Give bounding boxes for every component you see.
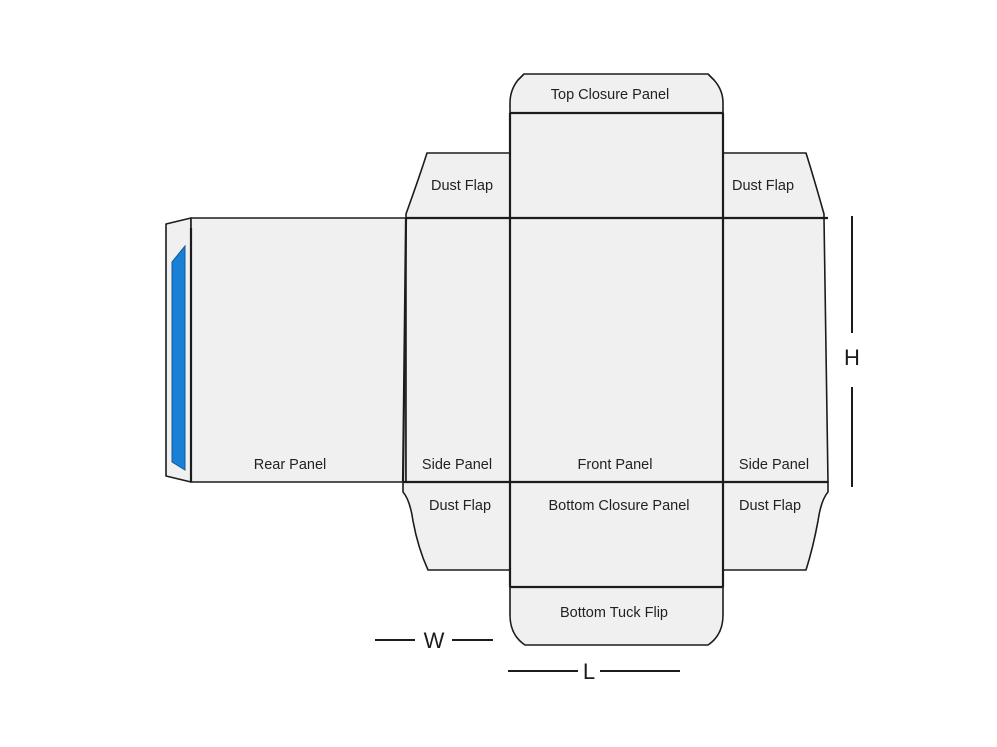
label-front-panel: Front Panel (578, 457, 653, 473)
label-dust-flap-bottom-right: Dust Flap (739, 498, 801, 514)
side-panel-left (405, 217, 511, 483)
top-closure-panel (509, 73, 724, 114)
dust-flap-top-left (405, 152, 511, 219)
dim-l-label: L (583, 659, 595, 684)
label-bottom-tuck: Bottom Tuck Flip (560, 605, 668, 621)
fold-line-rear-side (401, 217, 408, 483)
dim-w-label: W (424, 628, 445, 653)
dust-flap-top-right (722, 152, 825, 219)
dust-flap-bottom-right (722, 481, 829, 571)
dim-h-label: H (844, 345, 860, 370)
label-bottom-closure: Bottom Closure Panel (548, 498, 689, 514)
label-rear-panel: Rear Panel (254, 457, 327, 473)
label-side-panel-left: Side Panel (422, 457, 492, 473)
side-panel-right (722, 217, 829, 483)
label-dust-flap-top-left: Dust Flap (431, 178, 493, 194)
label-top-closure: Top Closure Panel (551, 87, 670, 103)
label-dust-flap-bottom-left: Dust Flap (429, 498, 491, 514)
top-closure-upper (509, 112, 724, 219)
label-side-panel-right: Side Panel (739, 457, 809, 473)
front-panel (509, 217, 724, 483)
bottom-tuck-flip (509, 586, 724, 646)
label-dust-flap-top-right: Dust Flap (732, 178, 794, 194)
glue-strip (171, 244, 186, 471)
rear-panel (190, 217, 407, 483)
dust-flap-bottom-left (402, 481, 511, 571)
